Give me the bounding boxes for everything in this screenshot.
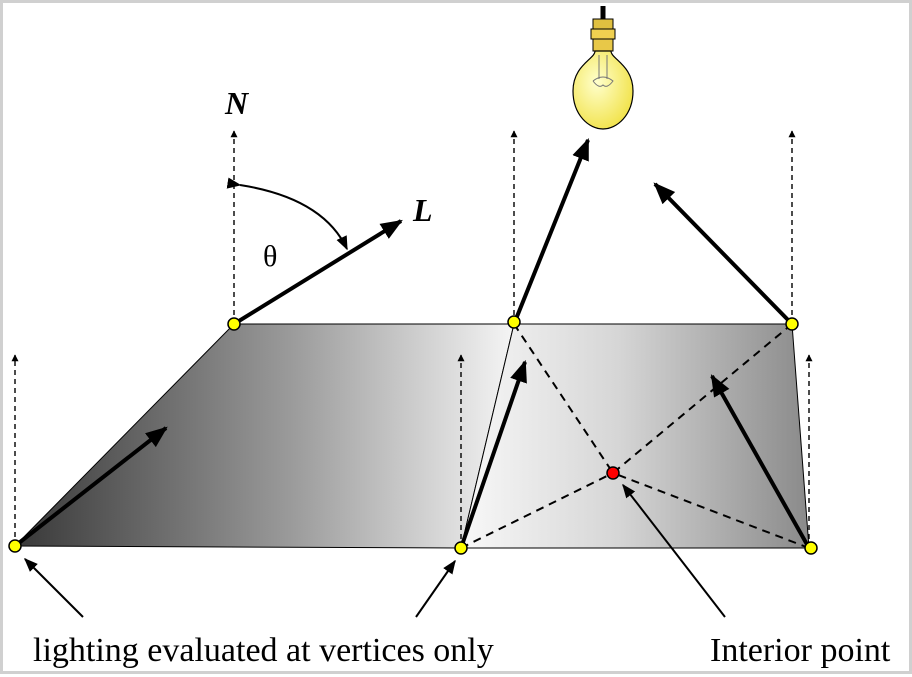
caption-pointers <box>24 483 726 618</box>
light-bulb-icon <box>572 6 634 130</box>
vertex-point <box>227 317 241 331</box>
vertex-normals <box>11 130 813 548</box>
normal-label: N <box>224 85 250 121</box>
left-shaded-polygon <box>13 323 515 549</box>
vertex-point <box>785 317 799 331</box>
angle-label: θ <box>263 240 277 273</box>
vertex-point <box>507 315 521 329</box>
angle-arc <box>226 177 348 251</box>
vertex-point <box>454 541 468 555</box>
vertex-points <box>8 315 818 555</box>
vertex-point <box>804 541 818 555</box>
caption-left: lighting evaluated at vertices only <box>33 632 494 669</box>
light-vectors <box>13 137 811 549</box>
light-label: L <box>412 192 433 228</box>
right-shaded-polygon <box>460 323 810 549</box>
interior-point <box>606 466 620 480</box>
shading-diagram: N L θ lighting evaluated at vertices onl… <box>8 6 891 669</box>
interpolation-lines <box>460 323 810 549</box>
vertex-point <box>8 539 22 553</box>
caption-right: Interior point <box>710 632 891 669</box>
